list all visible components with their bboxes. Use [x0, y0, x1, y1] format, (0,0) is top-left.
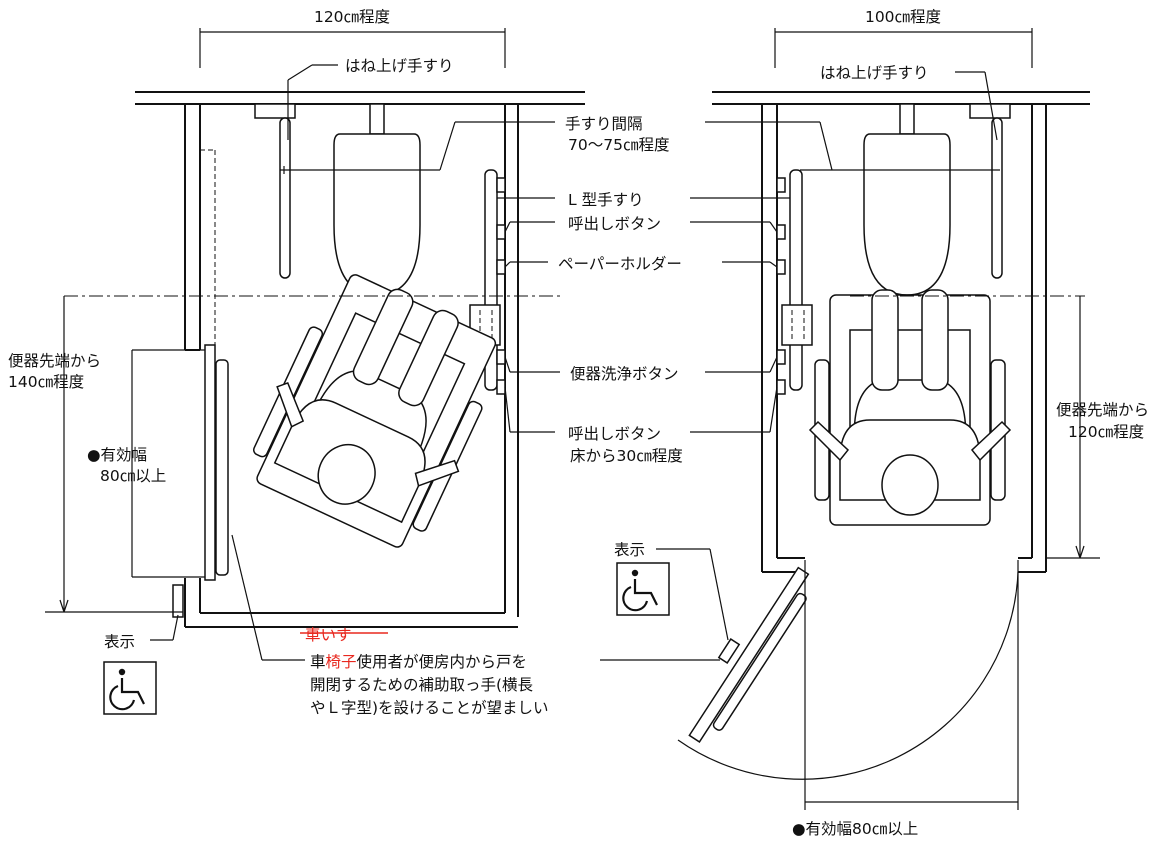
right-wheelchair-user — [808, 289, 1012, 526]
left-width-dimension: 120㎝程度 — [199, 8, 506, 68]
note-line1-prefix: 車 — [310, 653, 326, 671]
paper-holder-label: ペーパーホルダー — [558, 255, 682, 273]
right-l-rail — [776, 169, 813, 395]
left-back-wall — [135, 91, 585, 105]
right-back-wall — [712, 91, 1090, 105]
left-width-label: 120㎝程度 — [314, 8, 390, 26]
right-room: 100㎝程度 — [614, 8, 1149, 838]
note-strikethrough: 車いす — [305, 626, 352, 644]
left-fold-up-rail — [254, 103, 440, 279]
left-grab-bar-label: はね上げ手すり — [345, 57, 454, 75]
flush-button-label: 便器洗浄ボタン — [570, 365, 679, 383]
left-wheelchair-user — [252, 274, 497, 548]
wheelchair-access-icon — [616, 562, 670, 616]
right-sign: 表示 — [614, 541, 729, 641]
note-line1: 車椅子使用者が便房内から戸を — [310, 653, 527, 671]
left-door-width-line1: ●有効幅 — [87, 446, 147, 464]
left-sign-label: 表示 — [104, 633, 135, 651]
right-door-width-label: ●有効幅80㎝以上 — [792, 820, 918, 838]
left-toilet — [333, 103, 421, 296]
note-line2: 開閉するための補助取っ手(横長 — [310, 676, 534, 694]
left-grab-bar-callout: はね上げ手すり — [287, 57, 454, 140]
left-sign: 表示 — [103, 614, 179, 715]
right-grab-bar-callout: はね上げ手すり — [820, 64, 998, 141]
rail-spacing-line2: 70〜75㎝程度 — [568, 136, 669, 154]
left-room: 120㎝程度 — [8, 8, 585, 715]
left-sliding-door — [172, 344, 229, 618]
right-front-clearance-dimension: 便器先端から 120㎝程度 — [850, 295, 1149, 559]
note-line1-insert: 椅子 — [326, 653, 357, 671]
l-rail-label: L 型手すり — [568, 191, 644, 209]
right-toilet — [863, 103, 951, 296]
right-front-clearance-line2: 120㎝程度 — [1068, 423, 1144, 441]
call-button-label: 呼出しボタン — [568, 215, 661, 233]
left-door-width-line2: 80㎝以上 — [100, 467, 166, 485]
left-door-width-dimension: ●有効幅 80㎝以上 — [87, 349, 205, 578]
right-grab-bar-label: はね上げ手すり — [820, 64, 929, 82]
right-fold-up-rail — [800, 103, 1011, 279]
call-button-low-line1: 呼出しボタン — [568, 425, 661, 443]
right-width-dimension: 100㎝程度 — [774, 8, 1033, 68]
right-sign-label: 表示 — [614, 541, 645, 559]
note-line3: やＬ字型)を設けることが望ましい — [310, 699, 549, 717]
right-front-clearance-line1: 便器先端から — [1056, 401, 1149, 419]
rail-spacing-line1: 手すり間隔 — [565, 115, 643, 133]
left-front-clearance-line2: 140㎝程度 — [8, 373, 84, 391]
wheelchair-access-icon — [103, 661, 157, 715]
right-walls — [761, 104, 1047, 573]
note-line1-suffix: 使用者が便房内から戸を — [357, 653, 528, 671]
right-width-label: 100㎝程度 — [865, 8, 941, 26]
door-handle-note: 車いす 車椅子使用者が便房内から戸を 開閉するための補助取っ手(横長 やＬ字型)… — [231, 534, 720, 717]
right-swing-door: ●有効幅80㎝以上 — [677, 560, 1019, 838]
left-front-clearance-line1: 便器先端から — [8, 352, 101, 370]
call-button-low-line2: 床から30㎝程度 — [570, 447, 683, 465]
center-callouts: 手すり間隔 70〜75㎝程度 L 型手すり 呼出しボタン ペーパーホルダー 便器… — [439, 115, 833, 465]
left-front-clearance-dimension: 便器先端から 140㎝程度 — [8, 295, 560, 613]
